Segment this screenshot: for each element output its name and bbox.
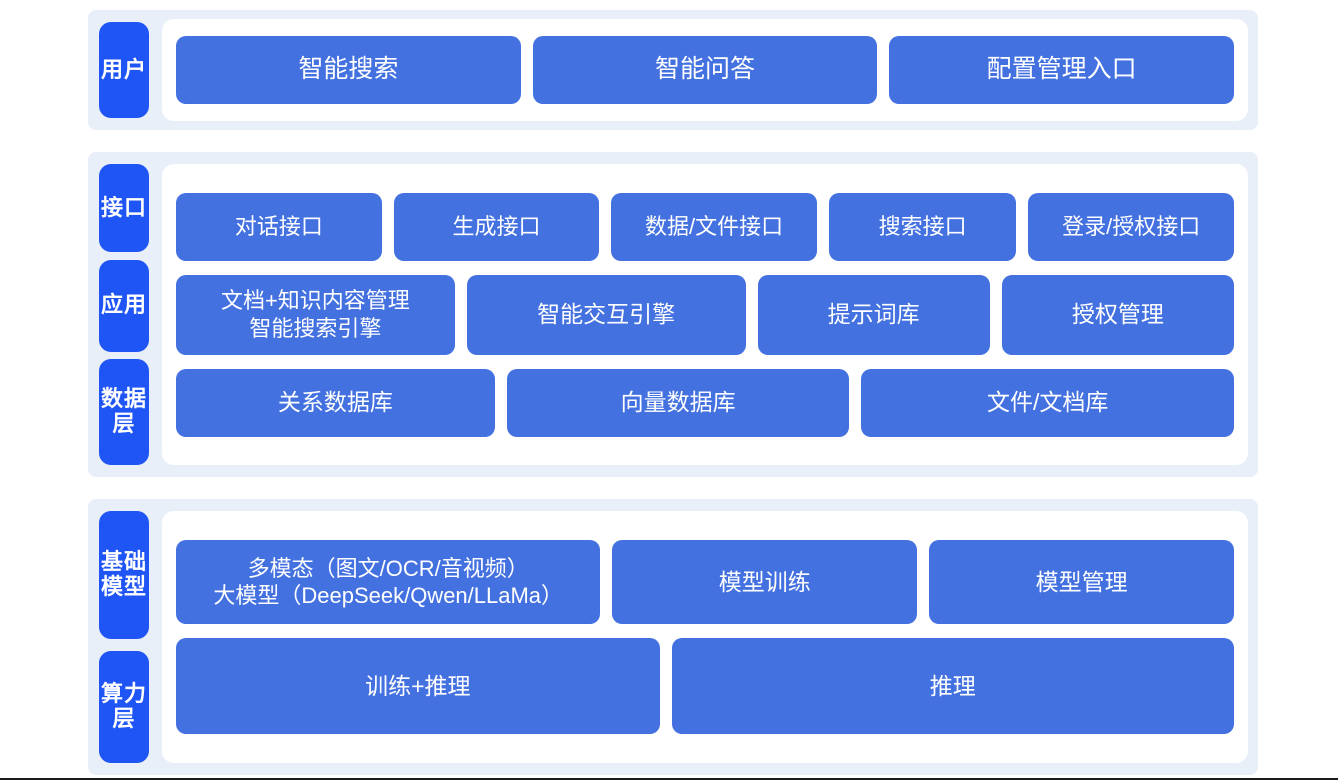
side-label-interface: 接口 [99,164,149,252]
box-intelligent-qa[interactable]: 智能问答 [532,36,878,104]
box-inference[interactable]: 推理 [671,638,1234,734]
box-search-api[interactable]: 搜索接口 [828,192,1017,261]
box-login-auth-api[interactable]: 登录/授权接口 [1028,192,1234,261]
foundation-model-row: 多模态（图文/OCR/音视频） 大模型（DeepSeek/Qwen/LLaMa）… [176,540,1234,624]
section-base-panel: 多模态（图文/OCR/音视频） 大模型（DeepSeek/Qwen/LLaMa）… [162,511,1248,763]
box-intelligent-interaction-engine[interactable]: 智能交互引擎 [466,274,746,355]
side-label-user: 用户 [99,22,149,118]
section-user-panel: 智能搜索 智能问答 配置管理入口 [162,19,1248,121]
box-generation-api[interactable]: 生成接口 [393,192,600,261]
box-config-management-entry[interactable]: 配置管理入口 [889,36,1235,104]
section-user: 用户 智能搜索 智能问答 配置管理入口 [88,10,1258,130]
box-model-management[interactable]: 模型管理 [929,540,1234,624]
data-layer-row: 关系数据库 向量数据库 文件/文档库 [176,368,1234,437]
section-middle-panel: 对话接口 生成接口 数据/文件接口 搜索接口 登录/授权接口 文档+知识内容管理… [162,164,1248,465]
bottom-divider [0,778,1338,780]
side-label-data-layer: 数据层 [99,359,149,465]
box-intelligent-search[interactable]: 智能搜索 [176,36,521,104]
section-base-label-column: 基础模型 算力层 [88,499,160,775]
side-label-compute-layer: 算力层 [99,651,149,763]
side-label-application: 应用 [99,259,149,352]
box-model-training[interactable]: 模型训练 [612,540,918,624]
box-relational-database[interactable]: 关系数据库 [176,368,495,437]
section-user-label-column: 用户 [88,10,160,130]
box-file-document-store[interactable]: 文件/文档库 [861,368,1234,437]
user-row: 智能搜索 智能问答 配置管理入口 [176,36,1235,104]
box-multimodal-large-model[interactable]: 多模态（图文/OCR/音视频） 大模型（DeepSeek/Qwen/LLaMa） [176,540,601,624]
section-middle-label-column: 接口 应用 数据层 [88,152,160,477]
box-training-and-inference[interactable]: 训练+推理 [176,638,660,734]
box-prompt-library[interactable]: 提示词库 [757,274,990,355]
application-row: 文档+知识内容管理 智能搜索引擎 智能交互引擎 提示词库 授权管理 [176,274,1234,355]
section-base: 基础模型 算力层 多模态（图文/OCR/音视频） 大模型（DeepSeek/Qw… [88,499,1258,775]
box-data-file-api[interactable]: 数据/文件接口 [611,192,817,261]
side-label-foundation-model: 基础模型 [99,511,149,639]
box-authorization-management[interactable]: 授权管理 [1001,274,1234,355]
box-doc-knowledge-management[interactable]: 文档+知识内容管理 智能搜索引擎 [176,274,455,355]
section-middle: 接口 应用 数据层 对话接口 生成接口 数据/文件接口 搜索接口 登录/授权接口… [88,152,1258,477]
interface-row: 对话接口 生成接口 数据/文件接口 搜索接口 登录/授权接口 [176,192,1234,261]
compute-layer-row: 训练+推理 推理 [176,638,1234,734]
box-dialog-api[interactable]: 对话接口 [176,192,382,261]
box-vector-database[interactable]: 向量数据库 [506,368,850,437]
